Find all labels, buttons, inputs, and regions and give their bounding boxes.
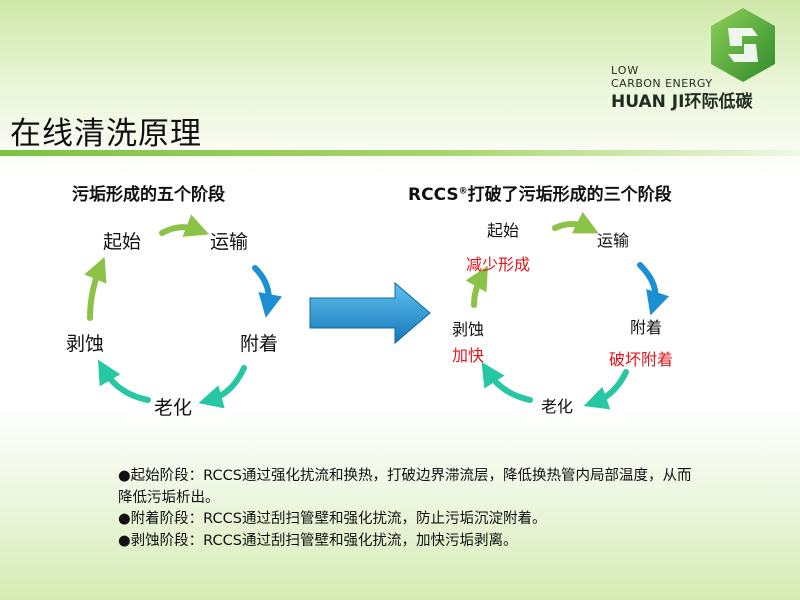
arrow-erosion-to-start bbox=[84, 256, 107, 321]
bullet-item: ●剥蚀阶段：RCCS通过刮扫管壁和强化扰流，加快污垢剥离。 bbox=[118, 532, 518, 549]
r-stage-aging: 老化 bbox=[541, 397, 574, 416]
arrow-start-to-transport bbox=[159, 214, 210, 237]
r-stage-start-note: 减少形成 bbox=[466, 255, 531, 274]
arrow-r-transport-to-attach bbox=[637, 262, 670, 316]
arrow-r-attach-to-aging bbox=[583, 369, 629, 410]
brand-line-2: CARBON ENERGY bbox=[611, 77, 713, 90]
brand-line-3: HUAN JI环际低碳 bbox=[611, 92, 753, 112]
arrow-r-start-to-transport bbox=[552, 211, 599, 234]
arrow-aging-to-erosion bbox=[97, 359, 151, 403]
right-heading-pre: RCCS bbox=[408, 185, 459, 205]
bullet-item: ●起始阶段：RCCS通过强化扰流和换热，打破边界滞流层，降低换热管内局部温度，从… bbox=[118, 468, 692, 506]
r-stage-erosion: 剥蚀 bbox=[452, 320, 485, 339]
huanji-logo-icon bbox=[711, 8, 775, 82]
stage-erosion: 剥蚀 bbox=[66, 333, 105, 355]
right-heading: RCCS®打破了污垢形成的三个阶段 bbox=[408, 180, 672, 205]
title-underline bbox=[0, 150, 800, 156]
stage-aging: 老化 bbox=[154, 397, 193, 419]
stage-start: 起始 bbox=[103, 231, 142, 253]
page-title: 在线清洗原理 bbox=[10, 116, 202, 152]
stage-attach: 附着 bbox=[240, 333, 279, 355]
r-stage-attach-note: 破坏附着 bbox=[609, 350, 674, 369]
registered-mark: ® bbox=[458, 186, 468, 197]
brand-text: LOW CARBON ENERGY HUAN JI环际低碳 bbox=[611, 64, 752, 113]
r-stage-erosion-note: 加快 bbox=[452, 346, 485, 365]
brand-line-1: LOW bbox=[611, 64, 640, 77]
arrow-attach-to-aging bbox=[198, 365, 247, 409]
bullet-notes: ●起始阶段：RCCS通过强化扰流和换热，打破边界滞流层，降低换热管内局部温度，从… bbox=[118, 466, 698, 552]
arrow-transport-to-attach bbox=[252, 265, 283, 318]
right-heading-post: 打破了污垢形成的三个阶段 bbox=[467, 185, 672, 205]
stage-transport: 运输 bbox=[210, 231, 249, 253]
arrow-r-aging-to-erosion bbox=[481, 361, 533, 403]
r-stage-start: 起始 bbox=[487, 221, 520, 240]
left-heading: 污垢形成的五个阶段 bbox=[72, 185, 225, 205]
big-arrow-icon bbox=[309, 281, 431, 345]
r-stage-attach: 附着 bbox=[630, 318, 663, 337]
arrow-r-erosion-to-start bbox=[465, 265, 488, 308]
r-stage-transport: 运输 bbox=[597, 231, 630, 250]
bullet-item: ●附着阶段：RCCS通过刮扫管壁和强化扰流，防止污垢沉淀附着。 bbox=[118, 511, 547, 527]
